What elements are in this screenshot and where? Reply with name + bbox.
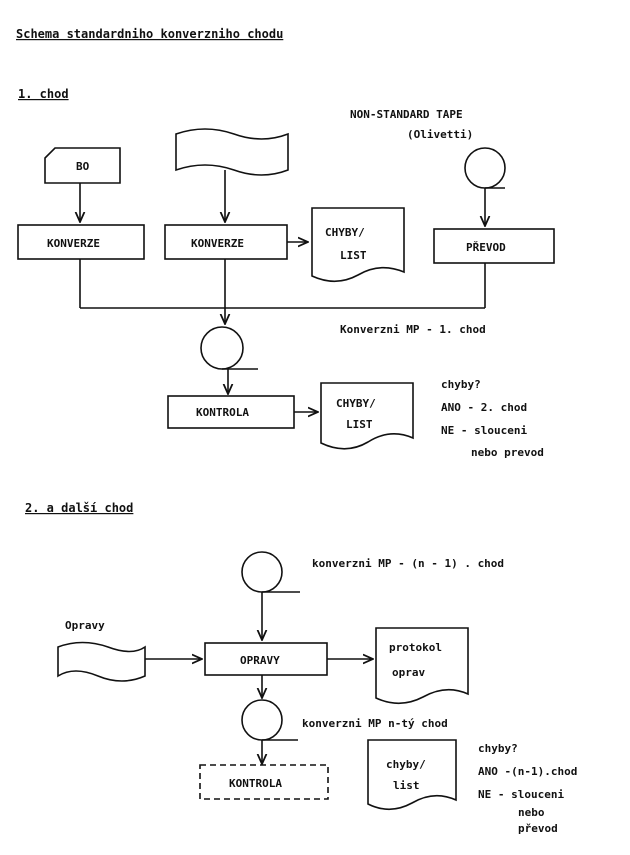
prevod-label: PŘEVOD [466,241,506,254]
protokol-oprav-document [375,627,469,705]
chyby-list-2-document [320,382,414,450]
decision-2-ne: NE - slouceni [478,788,564,801]
tape-input-symbol [175,128,289,176]
konverze-left-box [17,224,145,260]
decision-1-question: chyby? [441,378,481,391]
decision-2-ne2: nebo [518,806,545,819]
chyby-list-1-line2: LIST [340,249,367,262]
mp-label-top: konverzni MP - (n - 1) . chod [312,557,504,570]
chyby-list-1-line1: CHYBY/ [325,226,365,239]
mp-label-bottom: konverzni MP n-tý chod [302,717,448,730]
prevod-box [433,228,555,264]
bo-card-symbol [44,147,121,184]
section2-heading: 2. a další chod [25,501,133,515]
tape-label-line1: NON-STANDARD TAPE [350,108,463,121]
mp-label-1: Konverzni MP - 1. chod [340,323,486,336]
mp-reel-n-1 [241,551,283,593]
olivetti-tape-reel [464,147,506,189]
kontrola-box-2-dashed [199,764,329,800]
decision-2-question: chyby? [478,742,518,755]
chyby-list-3-document [367,739,457,811]
opravy-box-label: OPRAVY [240,654,280,667]
decision-1-ne: NE - slouceni [441,424,527,437]
protokol-line1: protokol [389,641,442,654]
chyby-list-3-line2: list [393,779,420,792]
decision-2-ano: ANO -(n-1).chod [478,765,577,778]
mp-reel-n [241,699,283,741]
mp-reel-1 [200,326,244,370]
kontrola-label-1: KONTROLA [196,406,249,419]
bo-label: BO [76,160,90,173]
konverze-left-label: KONVERZE [47,237,100,250]
decision-2-ne3: převod [518,822,558,835]
protokol-line2: oprav [392,666,425,679]
konverze-mid-label: KONVERZE [191,237,244,250]
chyby-list-1-document [311,207,405,283]
diagram-title: Schema standardniho konverzniho chodu [16,27,283,41]
chyby-list-3-line1: chyby/ [386,758,426,771]
tape-label-line2: (Olivetti) [407,128,473,141]
section1-heading: 1. chod [18,87,69,101]
opravy-tape-input [57,641,146,682]
decision-1-ano: ANO - 2. chod [441,401,527,414]
chyby-list-2-line2: LIST [346,418,373,431]
decision-1-ne2: nebo prevod [471,446,544,459]
kontrola-label-2: KONTROLA [229,777,282,790]
opravy-box [204,642,328,676]
chyby-list-2-line1: CHYBY/ [336,397,376,410]
opravy-input-label: Opravy [65,619,105,632]
